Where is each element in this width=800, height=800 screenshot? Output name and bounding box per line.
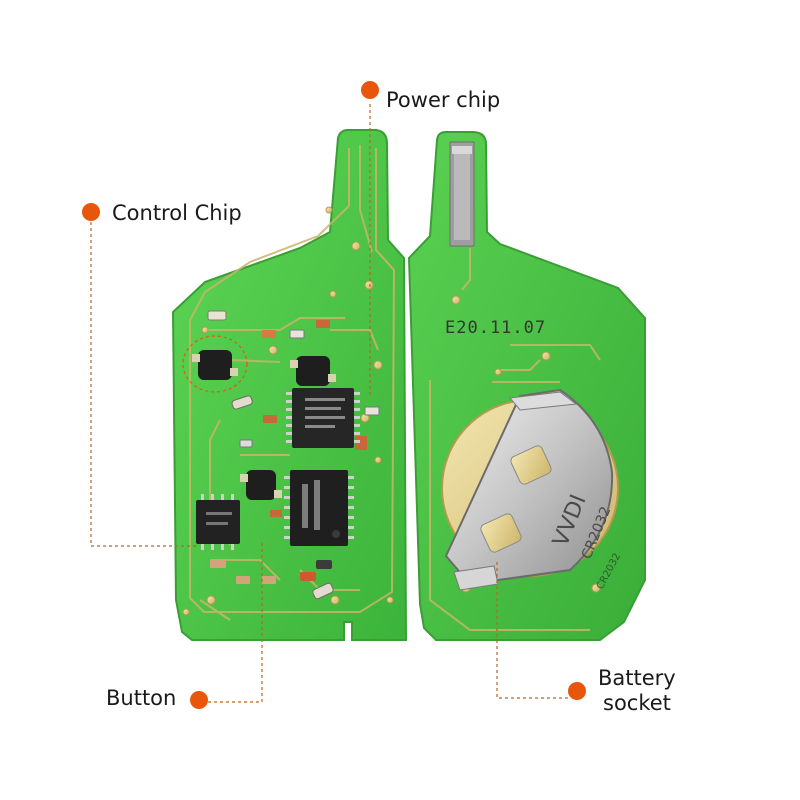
battery-socket-label-line1: Battery [598, 666, 676, 690]
button-marker [190, 691, 208, 709]
control-chip-label: Control Chip [112, 201, 242, 225]
right-pcb-board: E20.11.07 VVDI CR2032 CR2032 [407, 131, 646, 641]
power-chip-marker [361, 81, 379, 99]
board-date-code: E20.11.07 [445, 318, 546, 338]
control-chip-leader [90, 222, 196, 547]
power-chip-label: Power chip [386, 88, 501, 112]
button-leader [208, 542, 263, 703]
battery-socket-label-line2: socket [603, 691, 671, 715]
power-chip [286, 388, 360, 448]
button-label: Button [106, 686, 177, 710]
control-chip-marker [82, 203, 100, 221]
control-chip [196, 494, 240, 550]
battery-socket-marker [568, 682, 586, 700]
left-pcb-board [171, 129, 408, 641]
